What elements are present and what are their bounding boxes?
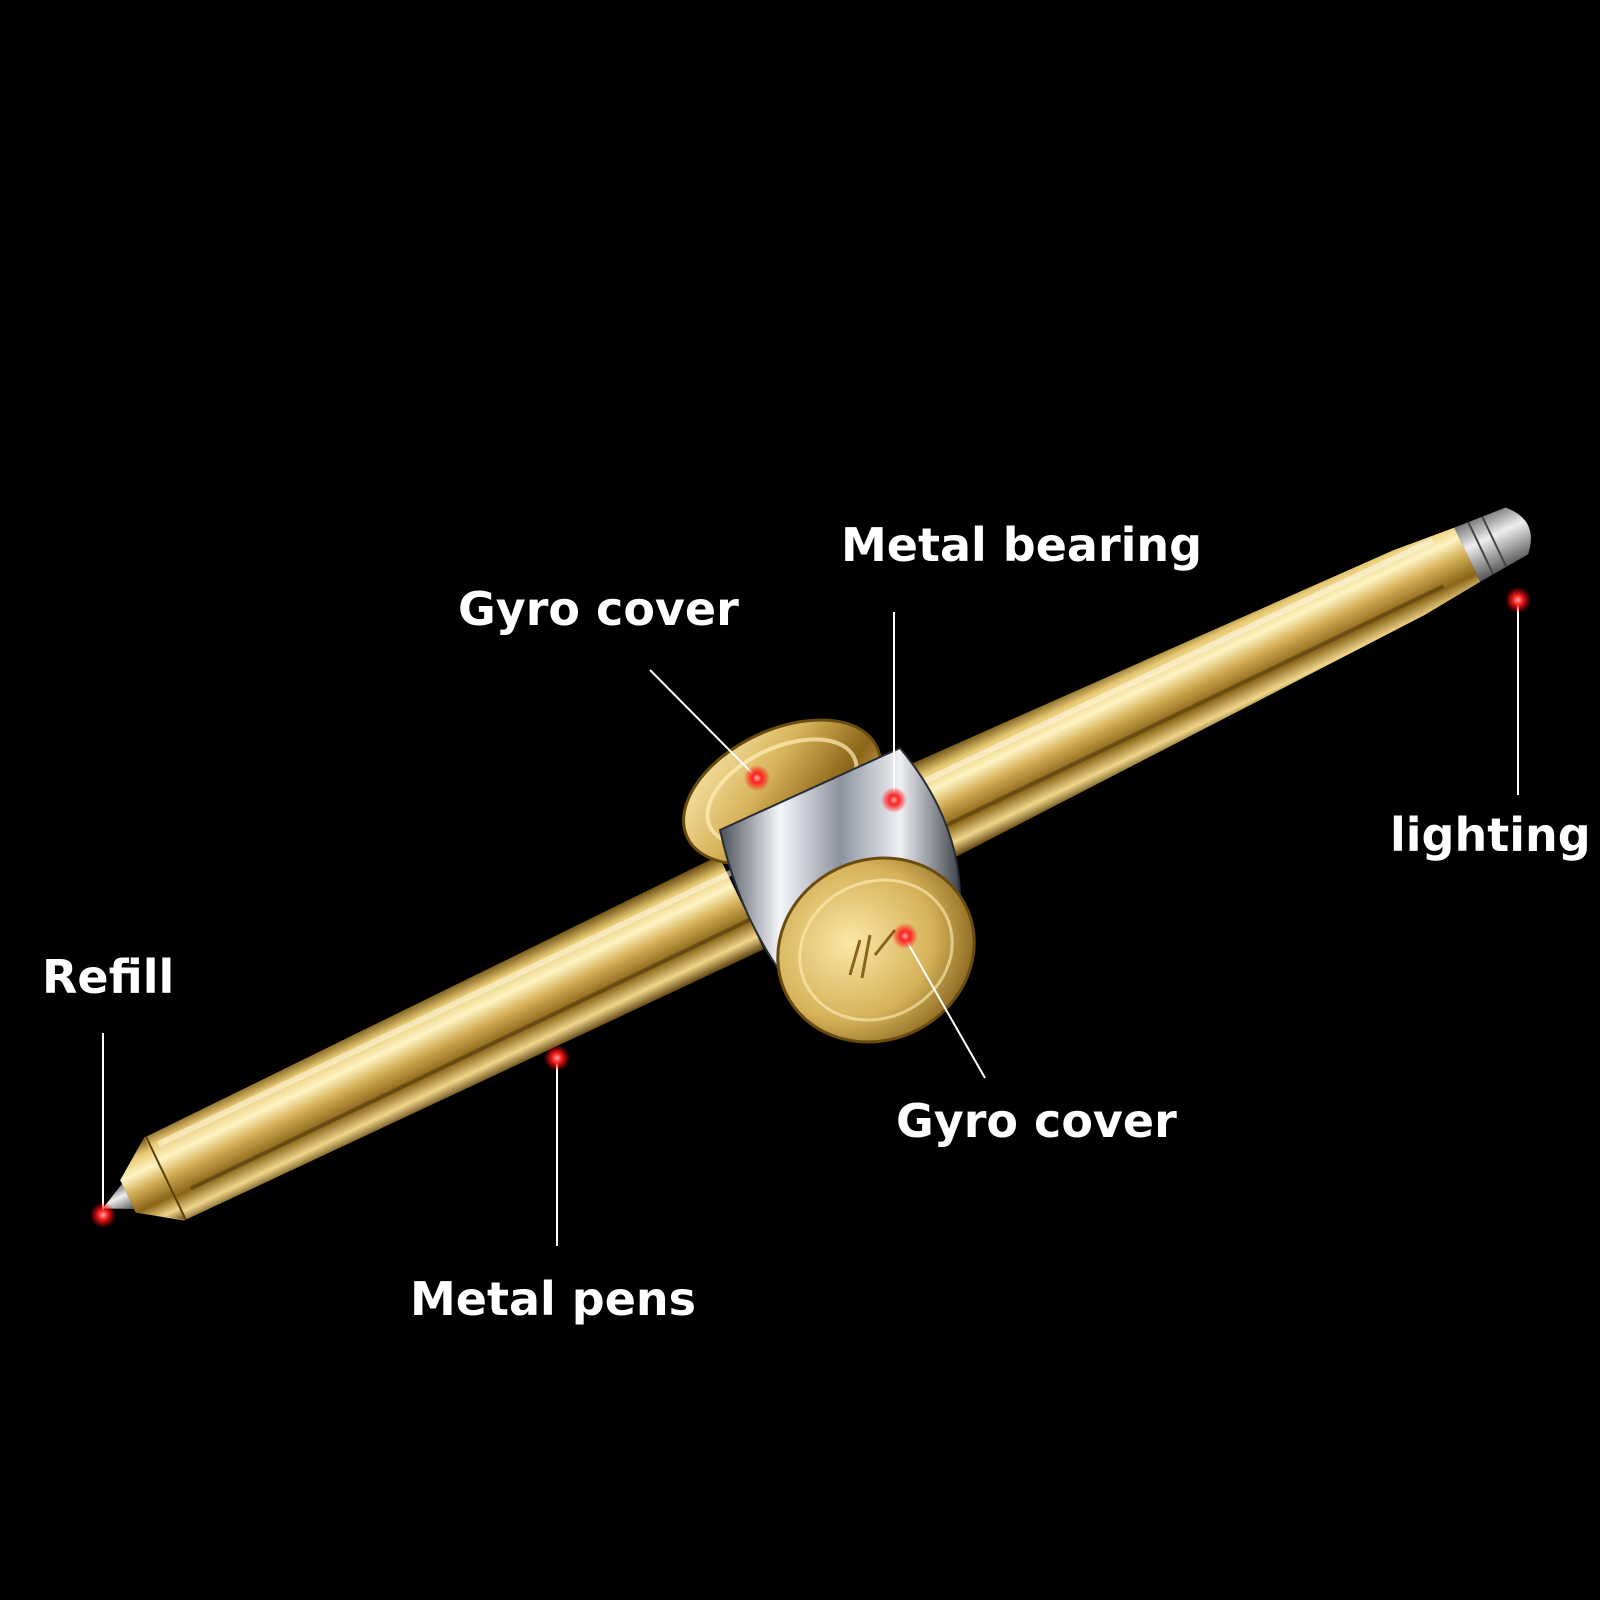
dot-lighting [1505, 587, 1531, 613]
label-gyro-cover-top: Gyro cover [458, 582, 739, 636]
leader-gyro-top [649, 669, 756, 777]
leader-gyro-bottom [904, 937, 986, 1079]
label-metal-pens: Metal pens [410, 1272, 697, 1326]
pen-body [102, 507, 1531, 1221]
dot-gyro-top [744, 765, 770, 791]
dot-gyro-bottom [892, 923, 918, 949]
label-gyro-cover-bottom: Gyro cover [896, 1094, 1177, 1148]
dot-metal-pens [544, 1045, 570, 1071]
dot-refill [90, 1202, 116, 1228]
indicator-dots [90, 587, 1531, 1228]
label-lighting: lighting [1390, 808, 1591, 862]
engraved-logo [848, 929, 897, 979]
label-refill: Refill [42, 950, 175, 1004]
dot-metal-bearing [881, 787, 907, 813]
leader-lines [102, 600, 1519, 1246]
label-metal-bearing: Metal bearing [841, 518, 1203, 572]
